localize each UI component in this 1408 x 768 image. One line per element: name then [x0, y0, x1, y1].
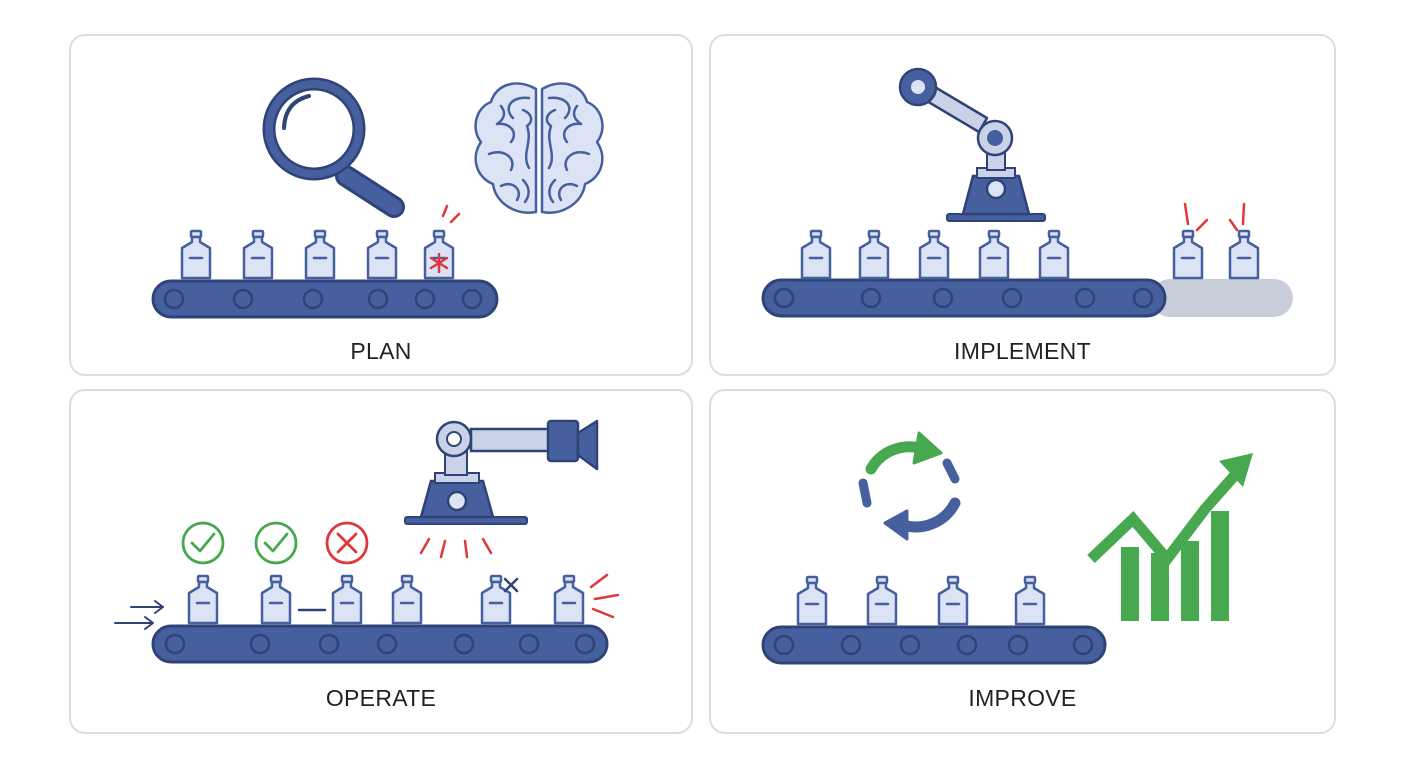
- panel-plan: PLAN: [69, 34, 693, 376]
- defect-mark-icon: [503, 577, 519, 593]
- bottle-icon: [796, 575, 1046, 626]
- plan-illustration: [151, 77, 604, 319]
- magnifying-glass-icon: [262, 77, 405, 218]
- brain-icon: [474, 82, 604, 214]
- arrow-right-icon: [114, 600, 164, 630]
- refresh-cycle-icon: [858, 431, 961, 541]
- panel-operate: OPERATE: [69, 389, 693, 734]
- conveyor-belt-icon: [151, 279, 499, 319]
- improve-illustration: [761, 431, 1253, 665]
- implement-illustration: [761, 67, 1293, 318]
- panel-improve: IMPROVE: [709, 389, 1336, 734]
- x-circle-icon: [325, 521, 369, 565]
- bottle-icon: [187, 574, 585, 625]
- panel-title: PLAN: [350, 338, 412, 364]
- robot-arm-icon: [898, 67, 1046, 222]
- robot-camera-icon: [404, 419, 599, 525]
- growth-chart-icon: [1087, 453, 1253, 621]
- defect-spark-icon: [429, 204, 461, 274]
- conveyor-belt-icon: [151, 624, 609, 664]
- panel-title: OPERATE: [325, 685, 437, 711]
- conveyor-belt-icon: [761, 278, 1293, 318]
- check-circle-icon: [254, 521, 298, 565]
- panel-implement: IMPLEMENT: [709, 34, 1336, 376]
- scan-beam-icon: [419, 537, 493, 559]
- conveyor-belt-icon: [761, 625, 1107, 665]
- panel-title: IMPLEMENT: [954, 338, 1091, 364]
- operate-illustration: [114, 419, 620, 664]
- check-circle-icon: [181, 521, 225, 565]
- alert-lines-icon: [589, 573, 620, 619]
- panel-title: IMPROVE: [968, 685, 1077, 711]
- bottle-icon: [800, 229, 1260, 280]
- alert-lines-icon: [1183, 202, 1246, 232]
- bottle-icon: [180, 229, 455, 280]
